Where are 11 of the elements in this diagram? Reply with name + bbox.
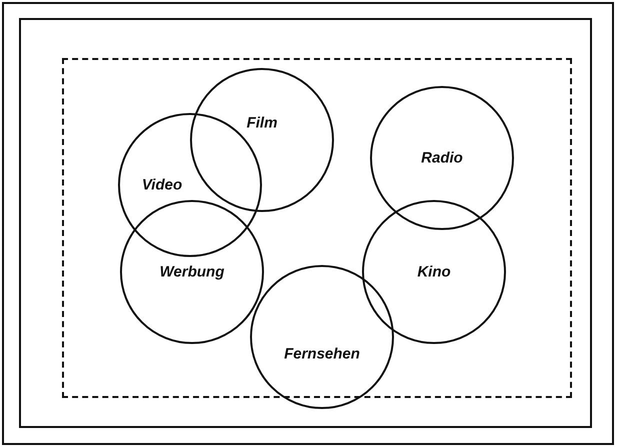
circle-label: Kino — [417, 264, 451, 280]
circle — [120, 200, 264, 344]
circle — [370, 86, 514, 230]
circle — [362, 200, 506, 344]
circle — [190, 68, 334, 212]
circle-label: Fernsehen — [284, 345, 360, 362]
circle-label: Video — [142, 176, 182, 194]
circle-label: Radio — [421, 150, 463, 166]
circle-label: Werbung — [160, 264, 224, 280]
circle — [250, 265, 394, 409]
circle-label: Film — [246, 114, 278, 132]
